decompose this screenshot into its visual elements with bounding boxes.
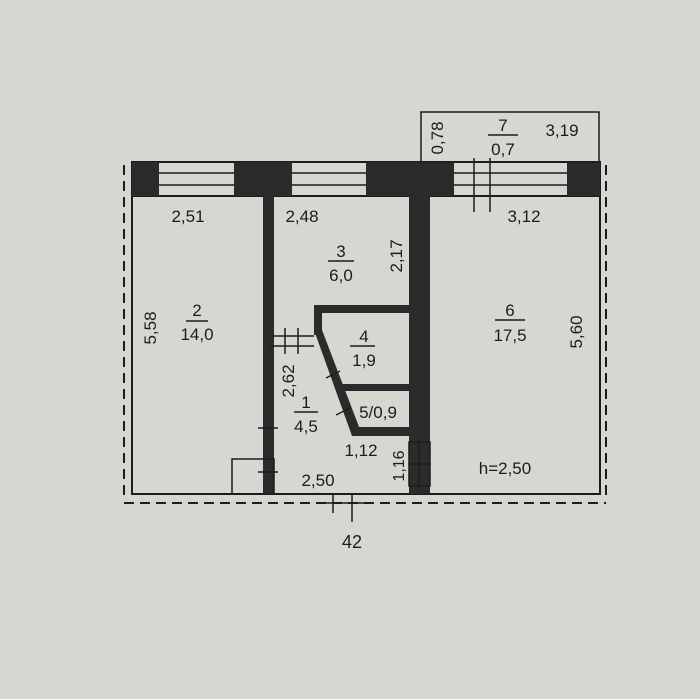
room-2-area: 14,0	[180, 325, 213, 344]
room-1-number: 1	[301, 393, 310, 412]
axis-label: 42	[342, 532, 362, 552]
wall-room5-bottom	[352, 427, 411, 436]
dim-niche: 1,16	[391, 450, 408, 481]
room-7-number: 7	[498, 116, 507, 135]
window-3	[454, 172, 567, 186]
dim-corridor-depth: 2,62	[279, 364, 298, 397]
dim-room3-width: 2,48	[285, 207, 318, 226]
wall-room2-partition	[263, 196, 274, 494]
exterior-wall-band	[131, 158, 601, 212]
room-5-label: 5/0,9	[359, 403, 397, 422]
axis-marker	[322, 493, 364, 522]
wall-diagonal	[314, 330, 361, 436]
wall-room6-partition	[409, 196, 430, 494]
niche	[408, 441, 431, 487]
wall-room4-bottom	[340, 384, 411, 391]
entry-storage	[231, 458, 275, 495]
dim-corridor-width-top: 1,12	[344, 441, 377, 460]
room-4-number: 4	[359, 327, 368, 346]
dim-room2-width: 2,51	[171, 207, 204, 226]
ceiling-height: h=2,50	[479, 459, 531, 478]
dim-balcony-width: 3,19	[545, 121, 578, 140]
balcony-outline	[420, 111, 600, 163]
window-1	[159, 172, 234, 186]
room-3-number: 3	[336, 242, 345, 261]
room-6-area: 17,5	[493, 326, 526, 345]
wall-pier-4	[567, 162, 600, 196]
dim-room6-depth: 5,60	[567, 315, 586, 348]
interior-walls	[263, 196, 430, 494]
wall-room4-top	[314, 305, 411, 313]
wall-room4-left	[314, 305, 322, 335]
dim-corridor-width-bottom: 2,50	[301, 471, 334, 490]
room-2-number: 2	[192, 301, 201, 320]
balcony-door-ticks	[473, 158, 491, 212]
fraction-bars	[186, 134, 525, 413]
dim-balcony-depth: 0,78	[428, 121, 447, 154]
room-1-area: 4,5	[294, 417, 318, 436]
wall-pier-2	[234, 162, 292, 196]
room-3-area: 6,0	[329, 266, 353, 285]
room-6-number: 6	[505, 301, 514, 320]
dim-room2-depth: 5,58	[141, 311, 160, 344]
dim-room6-width: 3,12	[507, 207, 540, 226]
outer-dashed-contour	[123, 165, 607, 504]
wall-pier-3	[366, 162, 454, 196]
dim-room3-depth: 2,17	[387, 239, 406, 272]
wall-pier-1	[132, 162, 159, 196]
room-4-area: 1,9	[352, 351, 376, 370]
window-2	[292, 172, 366, 186]
room-7-area: 0,7	[491, 140, 515, 159]
